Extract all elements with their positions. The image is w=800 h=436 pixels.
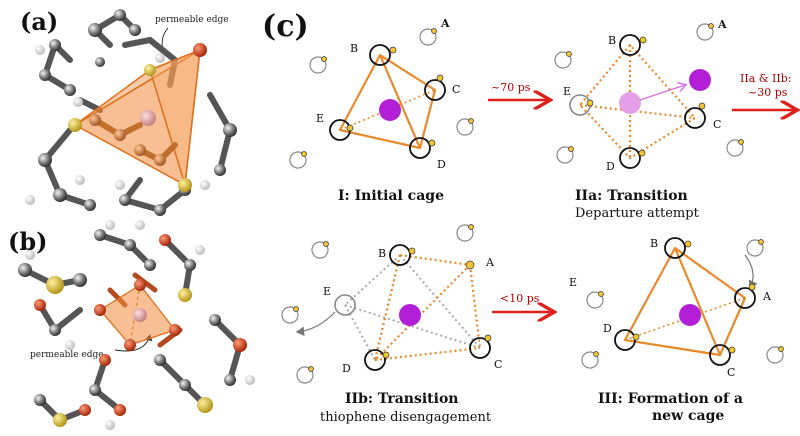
initial-spectator-ligands xyxy=(289,28,474,169)
iii-spectator-ligands xyxy=(581,239,784,369)
panel-b-molecule: (b) permeable edge xyxy=(8,220,255,430)
iii-label-e: E xyxy=(569,276,577,289)
initial-label-e: E xyxy=(316,112,324,125)
panel-a-letter: (a) xyxy=(20,7,58,36)
arrow-3-label: <10 ps xyxy=(500,292,540,305)
iia-label-a: A xyxy=(717,18,727,31)
iib-label-e: E xyxy=(323,285,331,298)
panel-a-molecule: (a) permeable edge xyxy=(20,7,237,230)
iia-label-c: C xyxy=(713,118,721,131)
arrow-2-label-line1: IIa & IIb: xyxy=(740,72,791,85)
iii-cage-edge-bc xyxy=(673,247,722,356)
initial-caption: I: Initial cage xyxy=(338,188,444,204)
arrow-transition-3: <10 ps xyxy=(492,292,552,312)
initial-node-dots xyxy=(346,46,444,147)
iib-spectator-ligands xyxy=(281,224,474,384)
iii-caption-line2: new cage xyxy=(652,408,724,424)
iib-disengage-arrow xyxy=(295,311,336,337)
iii-label-c: C xyxy=(727,366,735,379)
arrow-2-label-line2: ~30 ps xyxy=(748,86,788,99)
iia-caption: IIa: Transition xyxy=(575,188,688,204)
panel-c-letter: (c) xyxy=(262,9,309,44)
iia-ion-original xyxy=(619,92,641,114)
iii-cage-edge-da xyxy=(624,297,746,341)
iia-subcaption: Departure attempt xyxy=(575,206,700,221)
iia-node-dots xyxy=(586,36,706,157)
iia-ion-motion-arrow xyxy=(639,85,685,101)
iib-subcaption: thiophene disengagement xyxy=(320,410,492,425)
iii-label-b: B xyxy=(650,237,658,250)
iib-node-a xyxy=(465,260,475,270)
iia-spectator-dots xyxy=(566,23,744,152)
iii-spectator-dots xyxy=(593,239,784,357)
initial-ion xyxy=(379,99,401,121)
iib-label-a: A xyxy=(485,256,495,269)
iib-label-c: C xyxy=(494,358,502,371)
initial-label-b: B xyxy=(350,42,358,55)
iib-node-e xyxy=(334,294,356,316)
iia-spectator-ligands xyxy=(554,23,744,164)
panel-b-annotation: permeable edge xyxy=(30,350,104,360)
diagram-iib-transition: B A C E D IIb: Transition thiophene dise… xyxy=(281,224,502,425)
iia-cage-nodes xyxy=(619,34,706,169)
arrow-1-label: ~70 ps xyxy=(491,81,531,94)
diagram-initial-cage: B A C E D I: Initial cage xyxy=(289,17,474,204)
iia-label-e: E xyxy=(563,85,571,98)
panel-a-atoms xyxy=(25,9,237,230)
iii-label-a: A xyxy=(762,290,772,303)
initial-cage-edge-be xyxy=(378,54,422,149)
iii-cage-frame xyxy=(623,246,747,357)
iib-label-d: D xyxy=(342,362,351,375)
iib-ion xyxy=(399,304,421,326)
panel-b-atoms xyxy=(18,220,255,430)
diagram-iii-new-cage: B A C D E III: Formation of a new cage xyxy=(569,237,784,424)
iii-ion xyxy=(679,304,701,326)
initial-spectator-dots xyxy=(301,28,474,157)
arrow-transition-2: IIa & IIb: ~30 ps xyxy=(732,72,795,110)
iii-ligand-arrow xyxy=(744,254,758,290)
iib-cage-nodes xyxy=(364,244,491,371)
iia-ion-departed xyxy=(689,69,711,91)
initial-label-c: C xyxy=(452,83,460,96)
iii-caption-line1: III: Formation of a xyxy=(598,391,743,407)
arrow-transition-1: ~70 ps xyxy=(488,81,548,100)
iia-label-b: B xyxy=(608,34,616,47)
iib-node-dots xyxy=(382,247,492,359)
iib-caption: IIb: Transition xyxy=(345,391,458,407)
iib-spectator-dots xyxy=(293,224,474,372)
iib-label-b: B xyxy=(378,247,386,260)
initial-label-d: D xyxy=(437,158,446,171)
iib-orange-frame xyxy=(373,253,482,362)
diagram-iia-transition: B A C E D IIa: Transition Departure atte… xyxy=(554,18,744,221)
iii-node-dots xyxy=(632,240,756,354)
panel-a-annotation: permeable edge xyxy=(155,15,229,25)
initial-label-a: A xyxy=(440,17,450,30)
iii-label-d: D xyxy=(603,322,612,335)
iia-label-d: D xyxy=(606,160,615,173)
